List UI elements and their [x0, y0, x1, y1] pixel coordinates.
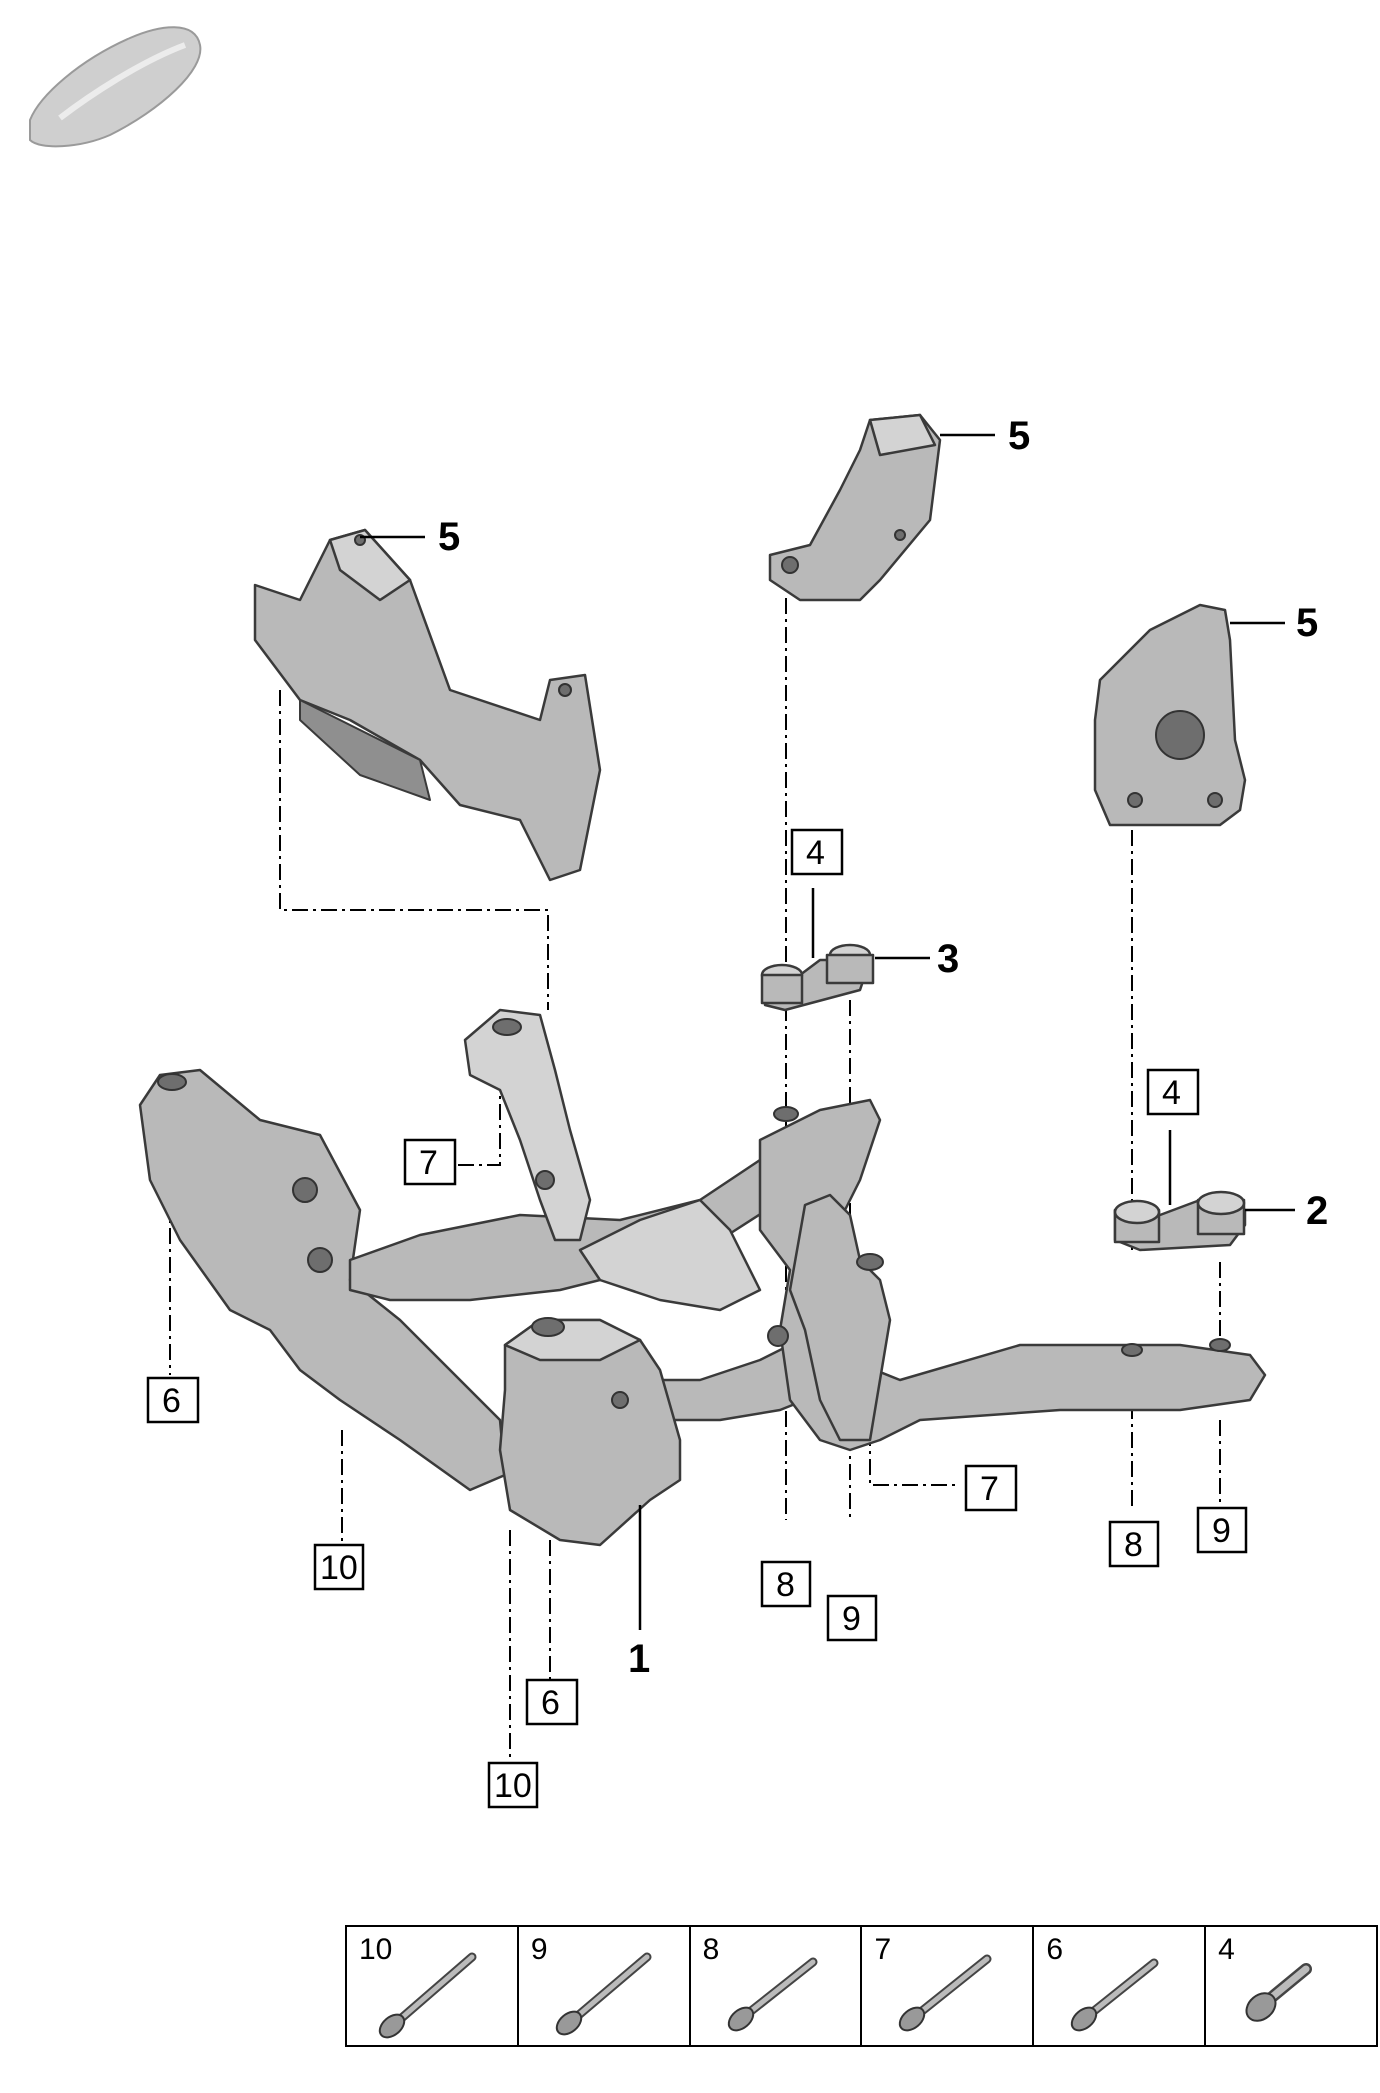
- callout-3: 3: [937, 937, 959, 981]
- flange-bolt-icon: [899, 1954, 992, 2032]
- fastener-cell-6: 6: [1034, 1927, 1207, 2045]
- fastener-cell-8: 8: [691, 1927, 863, 2045]
- boxed-label-6-left: 6: [146, 1376, 200, 1424]
- svg-text:8: 8: [1124, 1526, 1143, 1564]
- fastener-label: 9: [530, 1933, 548, 1966]
- svg-text:4: 4: [1162, 1074, 1181, 1112]
- fastener-cell-9: 9: [519, 1927, 691, 2045]
- boxed-label-7-right: 7: [964, 1464, 1018, 1512]
- svg-text:9: 9: [1212, 1512, 1231, 1550]
- svg-text:10: 10: [320, 1549, 358, 1587]
- callout-2: 2: [1306, 1189, 1328, 1233]
- boxed-label-6-center: 6: [525, 1678, 579, 1726]
- callout-1: 1: [628, 1637, 650, 1681]
- long-flange-bolt-icon: [555, 1952, 652, 2036]
- boxed-label-10-left: 10: [313, 1543, 365, 1591]
- part-5-right-bracket: [1093, 603, 1247, 827]
- fastener-cell-4: 4: [1206, 1927, 1376, 2045]
- part-1-subframe: [138, 1008, 1267, 1547]
- svg-text:6: 6: [541, 1684, 560, 1722]
- svg-text:6: 6: [162, 1382, 181, 1420]
- short-bolt-icon: [1245, 1963, 1313, 2022]
- boxed-label-8-right: 8: [1108, 1520, 1160, 1568]
- fastener-label: 6: [1046, 1933, 1063, 1966]
- boxed-label-4-right: 4: [1146, 1068, 1200, 1116]
- long-flange-bolt-icon: [378, 1952, 477, 2039]
- fastener-label: 10: [359, 1933, 393, 1966]
- fastener-cell-7: 7: [862, 1927, 1035, 2045]
- flange-bolt-icon: [1071, 1958, 1159, 2032]
- part-5-center-mount: [768, 413, 942, 602]
- leader-lines: [360, 433, 1295, 1630]
- svg-text:9: 9: [842, 1600, 861, 1638]
- callout-5-right: 5: [1296, 601, 1318, 645]
- part-callouts: 5 5 5 3 2 1: [438, 414, 1328, 1681]
- callout-5-left: 5: [438, 515, 460, 559]
- part-2-bushing-pair: [1113, 1190, 1247, 1252]
- boxed-labels: 4 4 7 7 6 6 10 10: [146, 828, 1248, 1809]
- fastener-label: 4: [1218, 1933, 1235, 1966]
- boxed-label-4-upper: 4: [790, 828, 844, 876]
- fastener-table: 10 9 8 7 6: [345, 1925, 1378, 2047]
- svg-text:10: 10: [494, 1767, 532, 1805]
- fastener-label: 8: [702, 1933, 720, 1966]
- fastener-cell-10: 10: [347, 1927, 519, 2045]
- svg-text:8: 8: [776, 1566, 795, 1604]
- boxed-label-7-left: 7: [403, 1138, 457, 1186]
- boxed-label-9-center: 9: [826, 1594, 878, 1642]
- boxed-label-8-center: 8: [760, 1560, 812, 1608]
- svg-text:4: 4: [806, 834, 825, 872]
- boxed-label-10-center: 10: [487, 1761, 539, 1809]
- part-3-bushing-pair: [760, 943, 875, 1012]
- part-5-left-bracket: [253, 528, 602, 882]
- svg-text:7: 7: [980, 1470, 999, 1508]
- svg-text:7: 7: [419, 1144, 438, 1182]
- fastener-label: 7: [874, 1933, 892, 1966]
- callout-5-center: 5: [1008, 414, 1030, 458]
- boxed-label-9-right: 9: [1196, 1506, 1248, 1554]
- flange-bolt-icon: [727, 1957, 818, 2032]
- vehicle-silhouette-icon: [29, 26, 202, 148]
